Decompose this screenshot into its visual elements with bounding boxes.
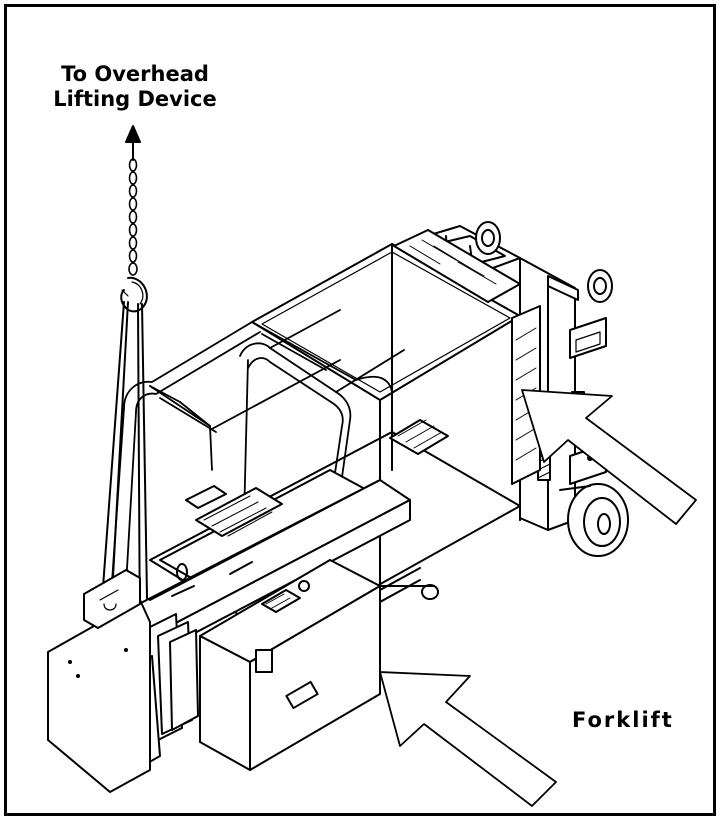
side-box (199, 559, 439, 771)
overhead-label-line2: Lifting Device (53, 87, 217, 112)
up-arrow (125, 125, 141, 161)
forklift-arrows (379, 389, 697, 807)
end-plates (47, 569, 199, 793)
lifting-chain (128, 158, 138, 276)
overhead-lifting-label: To Overhead Lifting Device (30, 62, 240, 112)
overhead-label-line1: To Overhead (61, 62, 209, 86)
roll-cage-bars (111, 309, 405, 587)
hook (120, 276, 148, 313)
forklift-label: Forklift (572, 708, 674, 732)
